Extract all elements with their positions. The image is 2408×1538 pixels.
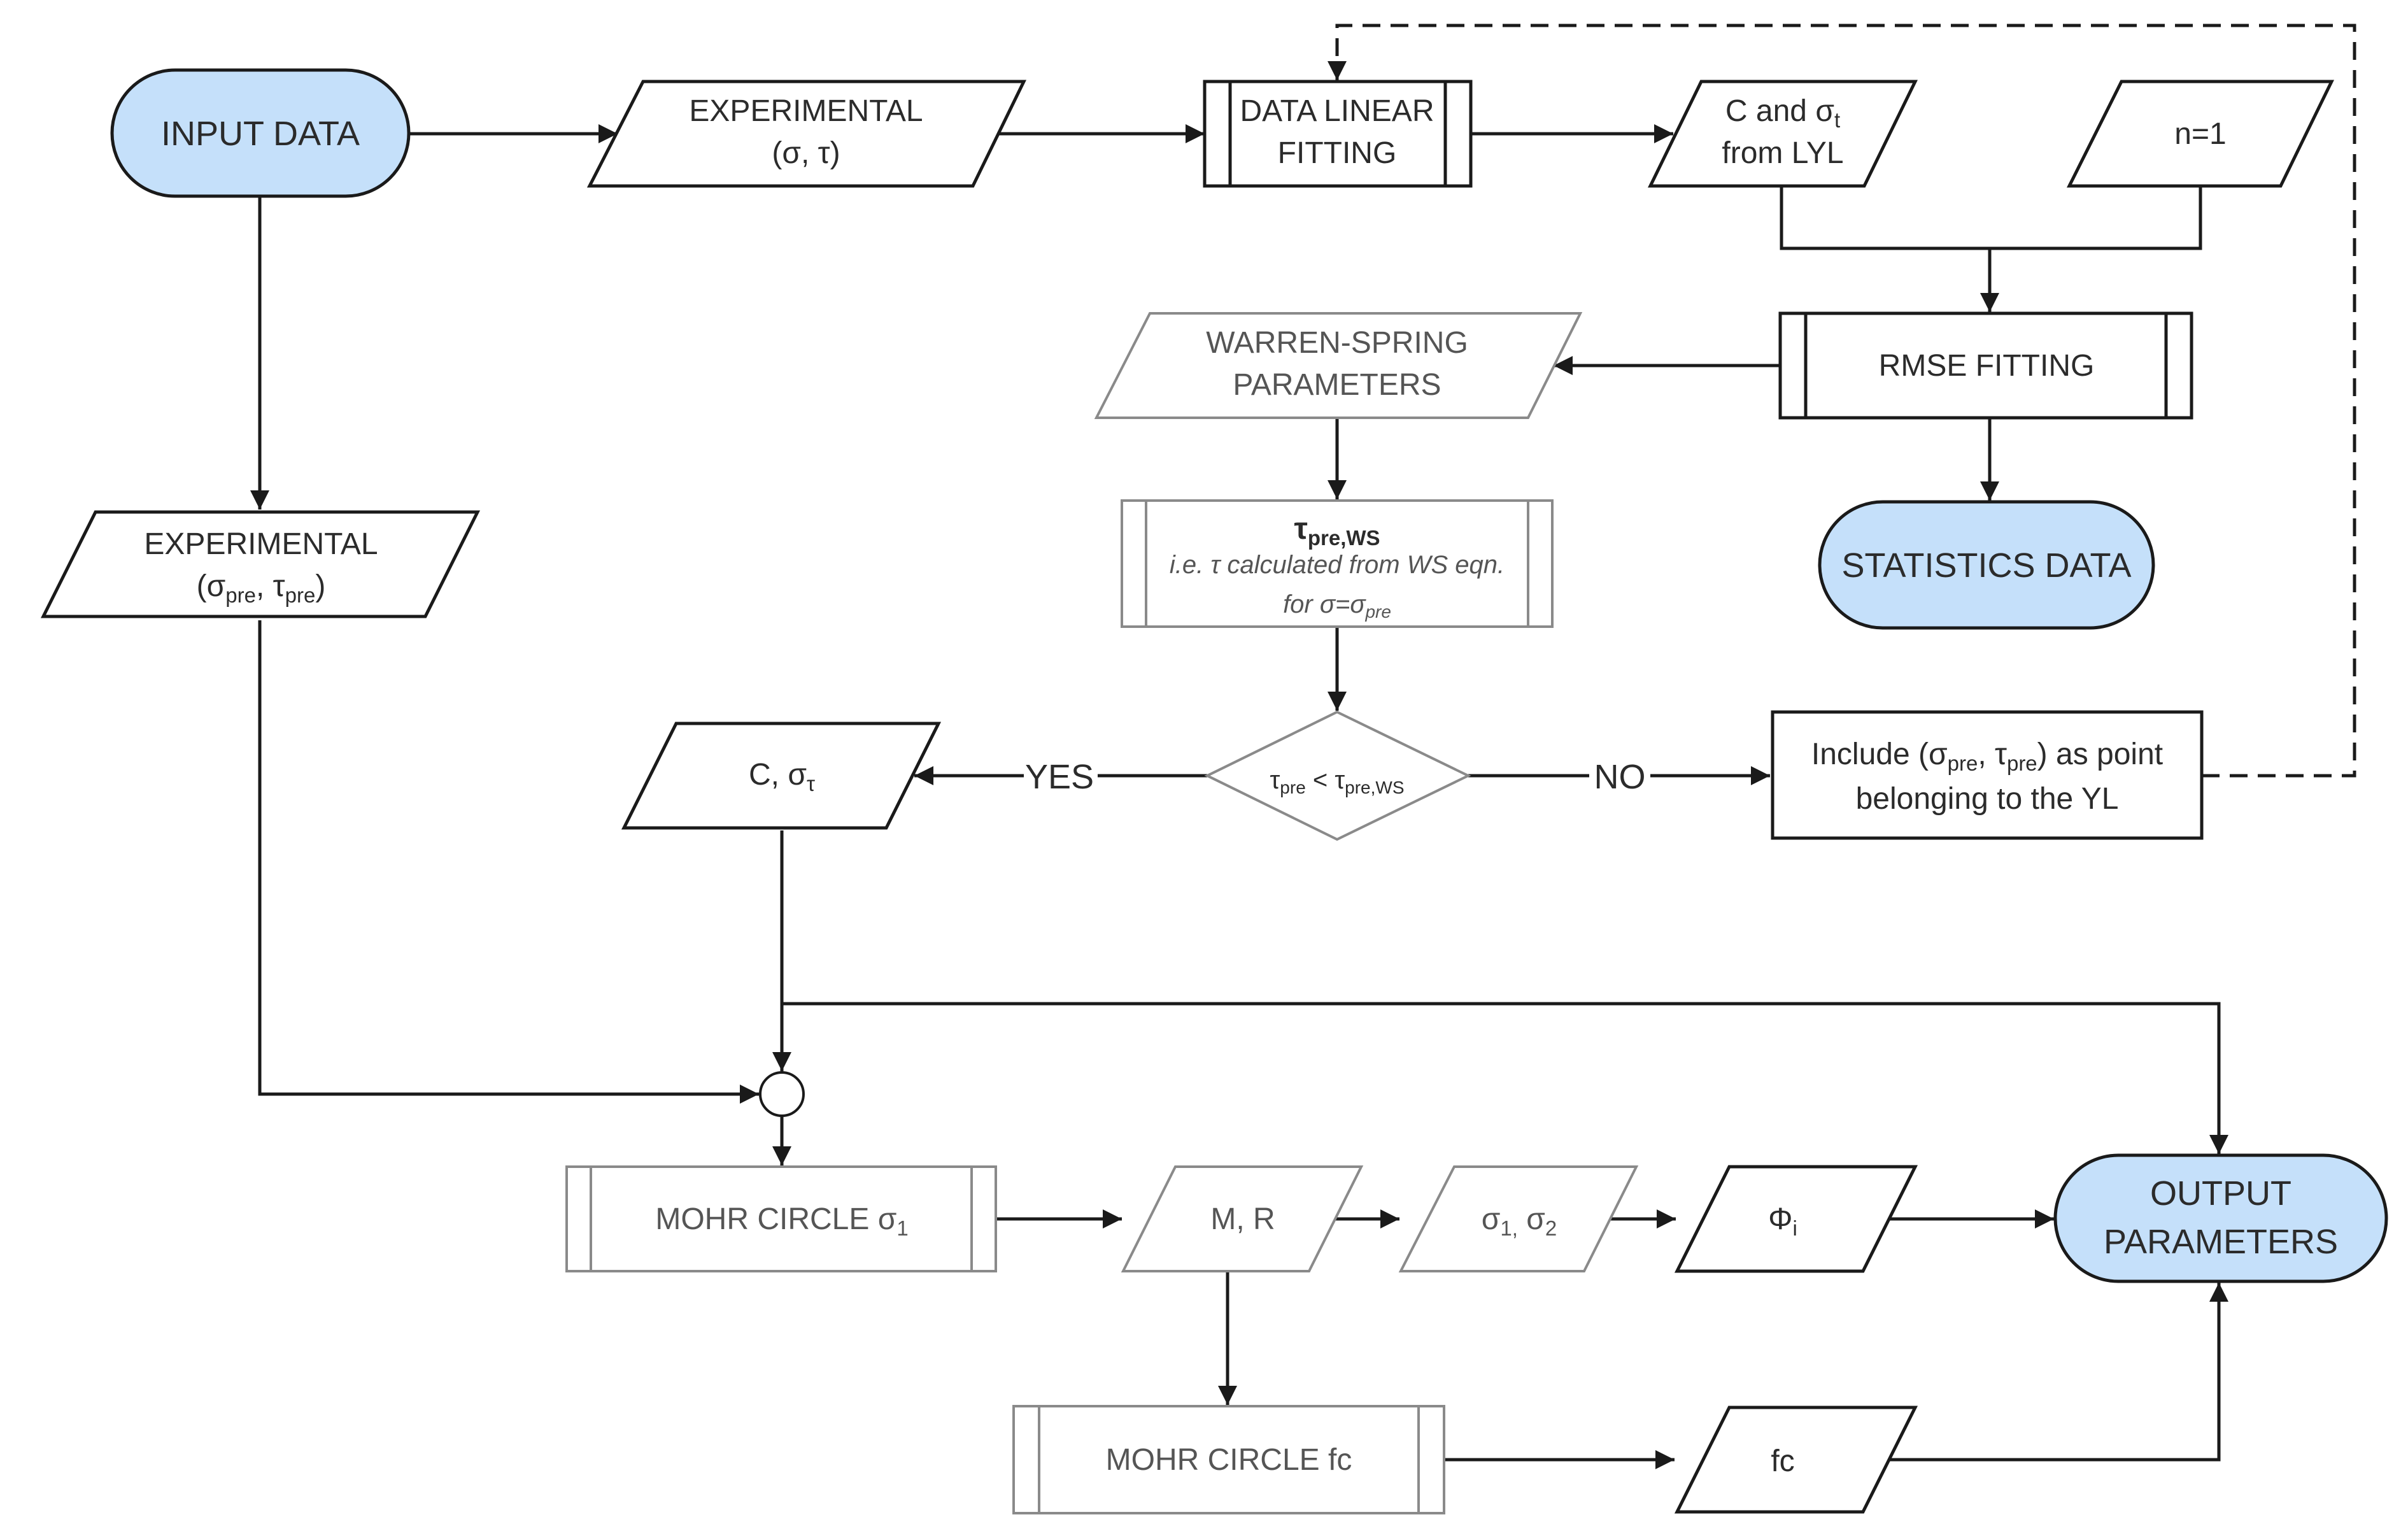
mohr-circle-sigma1-process: MOHR CIRCLE σ1 [565, 1165, 997, 1272]
input-data-terminal: INPUT DATA [110, 68, 411, 198]
include-point-process: Include (σpre, τpre) as point belonging … [1771, 710, 2204, 840]
c-sigma-tau-io: C, στ [621, 722, 942, 830]
yes-label: YES [1025, 758, 1094, 796]
decision-label: τpre < τpre,WS [1270, 766, 1404, 797]
m-r-label: M, R [1210, 1202, 1275, 1236]
c-sigma-line1: C and σt [1725, 94, 1840, 132]
output-line1: OUTPUT [2150, 1174, 2291, 1213]
c-sigma-line2: from LYL [1722, 136, 1843, 170]
tau-ws-line3: for σ=σpre [1283, 590, 1391, 622]
c-sigma-left-label: C, στ [749, 758, 815, 795]
experimental-top-io: EXPERIMENTAL (σ, τ) [586, 80, 1027, 188]
no-label: NO [1594, 758, 1646, 796]
arrow-experimental-pre-to-junction [258, 620, 759, 1104]
warren-line2: PARAMETERS [1233, 368, 1441, 402]
data-linear-line2: FITTING [1278, 136, 1397, 170]
arrow-c-sigma-to-output [782, 1002, 2228, 1154]
mohr-fc-label: MOHR CIRCLE fc [1106, 1443, 1352, 1477]
phi-label: Φi [1768, 1202, 1797, 1240]
sigma12-label: σ1, σ2 [1482, 1202, 1557, 1240]
experimental-left-line1: EXPERIMENTAL [144, 527, 378, 561]
line-c-sigma-down [1780, 187, 2202, 250]
tau-ws-line2: i.e. τ calculated from WS eqn. [1170, 551, 1505, 579]
experimental-pre-io: EXPERIMENTAL (σpre, τpre) [40, 510, 481, 618]
warren-spring-io: WARREN-SPRING PARAMETERS [1094, 312, 1583, 419]
rmse-label: RMSE FITTING [1879, 349, 2095, 383]
warren-line1: WARREN-SPRING [1206, 326, 1468, 360]
sigma12-io: σ1, σ2 [1398, 1165, 1639, 1272]
n1-label: n=1 [2174, 117, 2226, 151]
n-equals-1-io: n=1 [2066, 80, 2335, 188]
fc-label: fc [1771, 1444, 1794, 1478]
data-linear-fitting-process: DATA LINEAR FITTING [1203, 80, 1473, 188]
tau-pre-ws-process: τpre,WS i.e. τ calculated from WS eqn. f… [1121, 499, 1554, 628]
statistics-label: STATISTICS DATA [1841, 546, 2131, 585]
rmse-fitting-process: RMSE FITTING [1778, 311, 2193, 420]
m-r-io: M, R [1121, 1165, 1364, 1272]
experimental-top-line2: (σ, τ) [772, 136, 840, 170]
include-line2: belonging to the YL [1856, 782, 2119, 816]
junction-connector [759, 1071, 805, 1117]
output-line2: PARAMETERS [2104, 1223, 2338, 1261]
include-line1: Include (σpre, τpre) as point [1811, 737, 2163, 775]
dashed-feedback-loop [1328, 24, 2356, 778]
mohr-circle-fc-process: MOHR CIRCLE fc [1012, 1405, 1445, 1514]
input-data-label: INPUT DATA [161, 115, 360, 153]
fc-io: fc [1674, 1406, 1918, 1514]
phi-i-io: Φi [1674, 1165, 1918, 1273]
experimental-left-line2: (σpre, τpre) [197, 569, 326, 607]
data-linear-line1: DATA LINEAR [1240, 94, 1434, 128]
experimental-top-line1: EXPERIMENTAL [689, 94, 923, 128]
output-parameters-terminal: OUTPUT PARAMETERS [2053, 1153, 2388, 1283]
c-sigma-lyl-io: C and σt from LYL [1647, 80, 1918, 188]
decision-diamond: τpre < τpre,WS [1204, 710, 1471, 841]
tau-ws-title: τpre,WS [1294, 512, 1380, 550]
arrow-fc-to-output [1888, 1283, 2228, 1462]
mohr-sigma1-label: MOHR CIRCLE σ1 [655, 1202, 908, 1240]
statistics-data-terminal: STATISTICS DATA [1818, 500, 2155, 630]
connectors [250, 24, 2356, 1469]
